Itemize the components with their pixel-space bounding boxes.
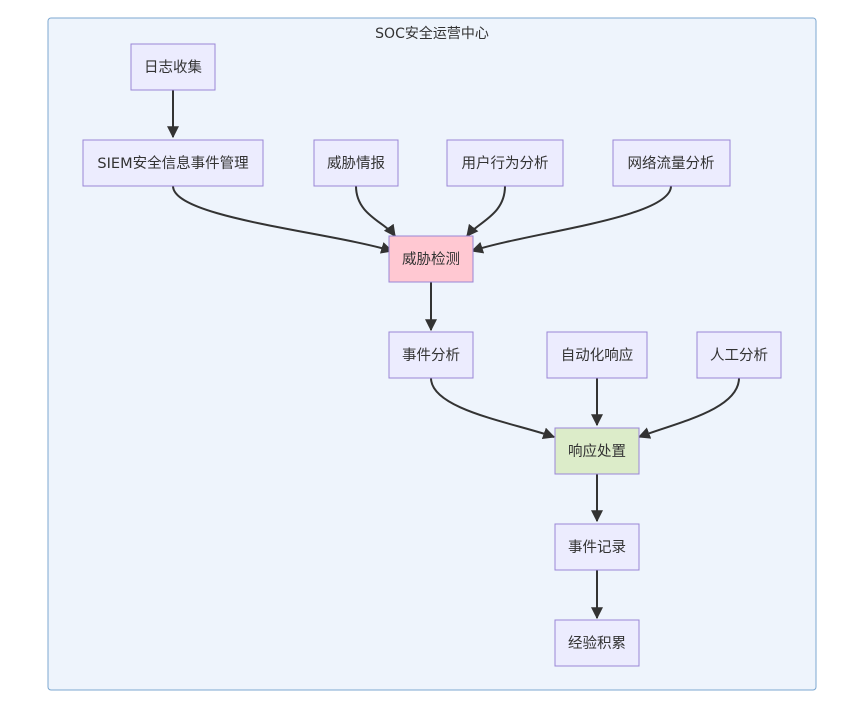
nodes: 日志收集 SIEM安全信息事件管理 威胁情报 用户行为分析 网络流量分析 威胁检… xyxy=(82,43,782,667)
cluster-title: SOC安全运营中心 xyxy=(375,25,489,42)
node-experience: 经验积累 xyxy=(554,619,640,667)
node-incident-analysis-label: 事件分析 xyxy=(402,347,460,364)
node-threat-intel: 威胁情报 xyxy=(313,139,399,187)
node-threat-detect-label: 威胁检测 xyxy=(402,251,460,268)
edge-analysis-to-response xyxy=(430,377,556,440)
node-siem-label: SIEM安全信息事件管理 xyxy=(97,154,249,172)
node-manual-analysis: 人工分析 xyxy=(696,331,782,379)
node-incident-record: 事件记录 xyxy=(554,523,640,571)
node-siem: SIEM安全信息事件管理 xyxy=(82,139,264,187)
node-auto-response: 自动化响应 xyxy=(546,331,648,379)
node-response-label: 响应处置 xyxy=(568,442,626,460)
node-response: 响应处置 xyxy=(554,427,640,475)
node-threat-detect: 威胁检测 xyxy=(388,235,474,283)
node-manual-analysis-label: 人工分析 xyxy=(710,347,768,364)
node-incident-record-label: 事件记录 xyxy=(568,539,626,556)
node-experience-label: 经验积累 xyxy=(568,635,626,652)
edge-manual-to-response xyxy=(637,377,740,439)
edge-intel-to-detect xyxy=(355,185,396,237)
node-log-collect-label: 日志收集 xyxy=(144,59,202,76)
node-threat-intel-label: 威胁情报 xyxy=(327,155,385,172)
edge-ueba-to-detect xyxy=(466,185,506,237)
node-ueba-label: 用户行为分析 xyxy=(462,155,549,172)
node-auto-response-label: 自动化响应 xyxy=(561,346,634,364)
edge-siem-to-detect xyxy=(172,185,394,254)
node-incident-analysis: 事件分析 xyxy=(388,331,474,379)
node-log-collect: 日志收集 xyxy=(130,43,216,91)
node-ueba: 用户行为分析 xyxy=(446,139,564,187)
edge-traffic-to-detect xyxy=(470,185,672,254)
node-network-traffic: 网络流量分析 xyxy=(612,139,731,187)
node-network-traffic-label: 网络流量分析 xyxy=(628,155,715,172)
edges xyxy=(167,90,740,620)
